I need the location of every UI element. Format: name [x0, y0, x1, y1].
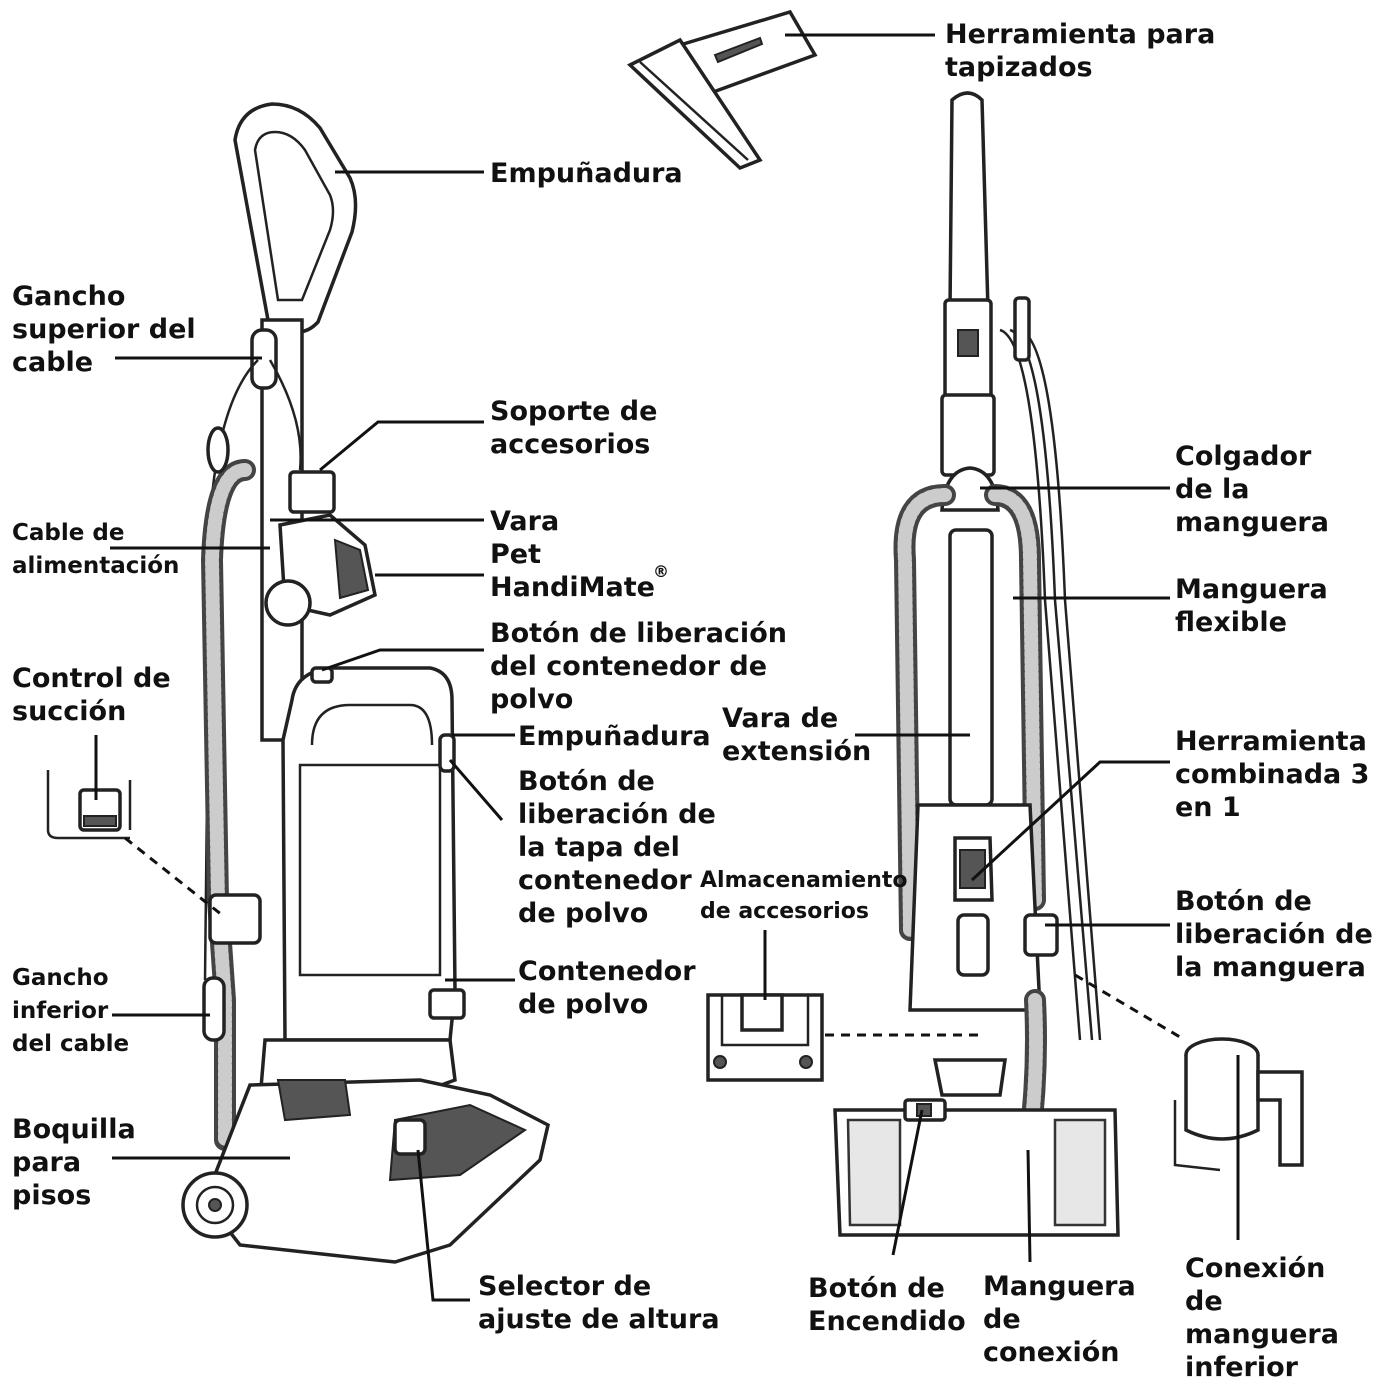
lower-hose-connection-inset: [1173, 1037, 1304, 1172]
label-accessory-holder: Soporte de accesorios: [490, 396, 658, 460]
label-dust-bin: Contenedor de polvo: [518, 956, 696, 1020]
label-power-cord: Cable de alimentación: [12, 520, 180, 579]
label-dust-bin-release-button: Botón de liberación del contenedor de po…: [490, 618, 787, 715]
suction-control-inset: [46, 770, 132, 840]
label-upholstery-tool: Herramienta para tapizados: [945, 19, 1216, 83]
label-handle-mid: Empuñadura: [518, 721, 711, 752]
label-pet-handimate-wand: Vara Pet HandiMate®: [490, 505, 669, 604]
accessory-storage-inset: [706, 993, 824, 1082]
label-lower-hose-connection: Conexión de manguera inferior: [1185, 1253, 1339, 1383]
label-handle-top: Empuñadura: [490, 158, 683, 189]
label-height-selector: Selector de ajuste de altura: [478, 1271, 720, 1335]
label-power-button: Botón de Encendido: [808, 1273, 966, 1337]
registered-mark: ®: [653, 562, 669, 581]
label-lower-cord-hook: Gancho inferior del cable: [12, 965, 130, 1057]
label-extension-wand: Vara de extensión: [722, 703, 872, 767]
label-suction-control: Control de succión: [12, 663, 171, 727]
label-upper-cord-hook: Gancho superior del cable: [12, 281, 196, 378]
label-dust-bin-lid-release-button: Botón de liberación de la tapa del conte…: [518, 766, 716, 929]
label-flexible-hose: Manguera flexible: [1175, 574, 1328, 638]
label-connection-hose: Manguera de conexión: [983, 1271, 1136, 1368]
label-floor-nozzle: Boquilla para pisos: [12, 1114, 136, 1211]
label-accessory-storage: Almacenamiento de accesorios: [700, 868, 908, 924]
leader-lines: [94, 33, 1240, 1302]
upholstery-tool-illustration: [626, 9, 818, 171]
left-vacuum-illustration: [181, 102, 551, 1264]
label-hose-hanger: Colgador de la manguera: [1175, 441, 1329, 538]
right-vacuum-illustration: [833, 91, 1120, 1237]
label-combination-tool: Herramienta combinada 3 en 1: [1175, 726, 1370, 823]
label-pet-handimate-text: Vara Pet HandiMate: [490, 506, 655, 603]
label-hose-release-button: Botón de liberación de la manguera: [1175, 886, 1373, 983]
